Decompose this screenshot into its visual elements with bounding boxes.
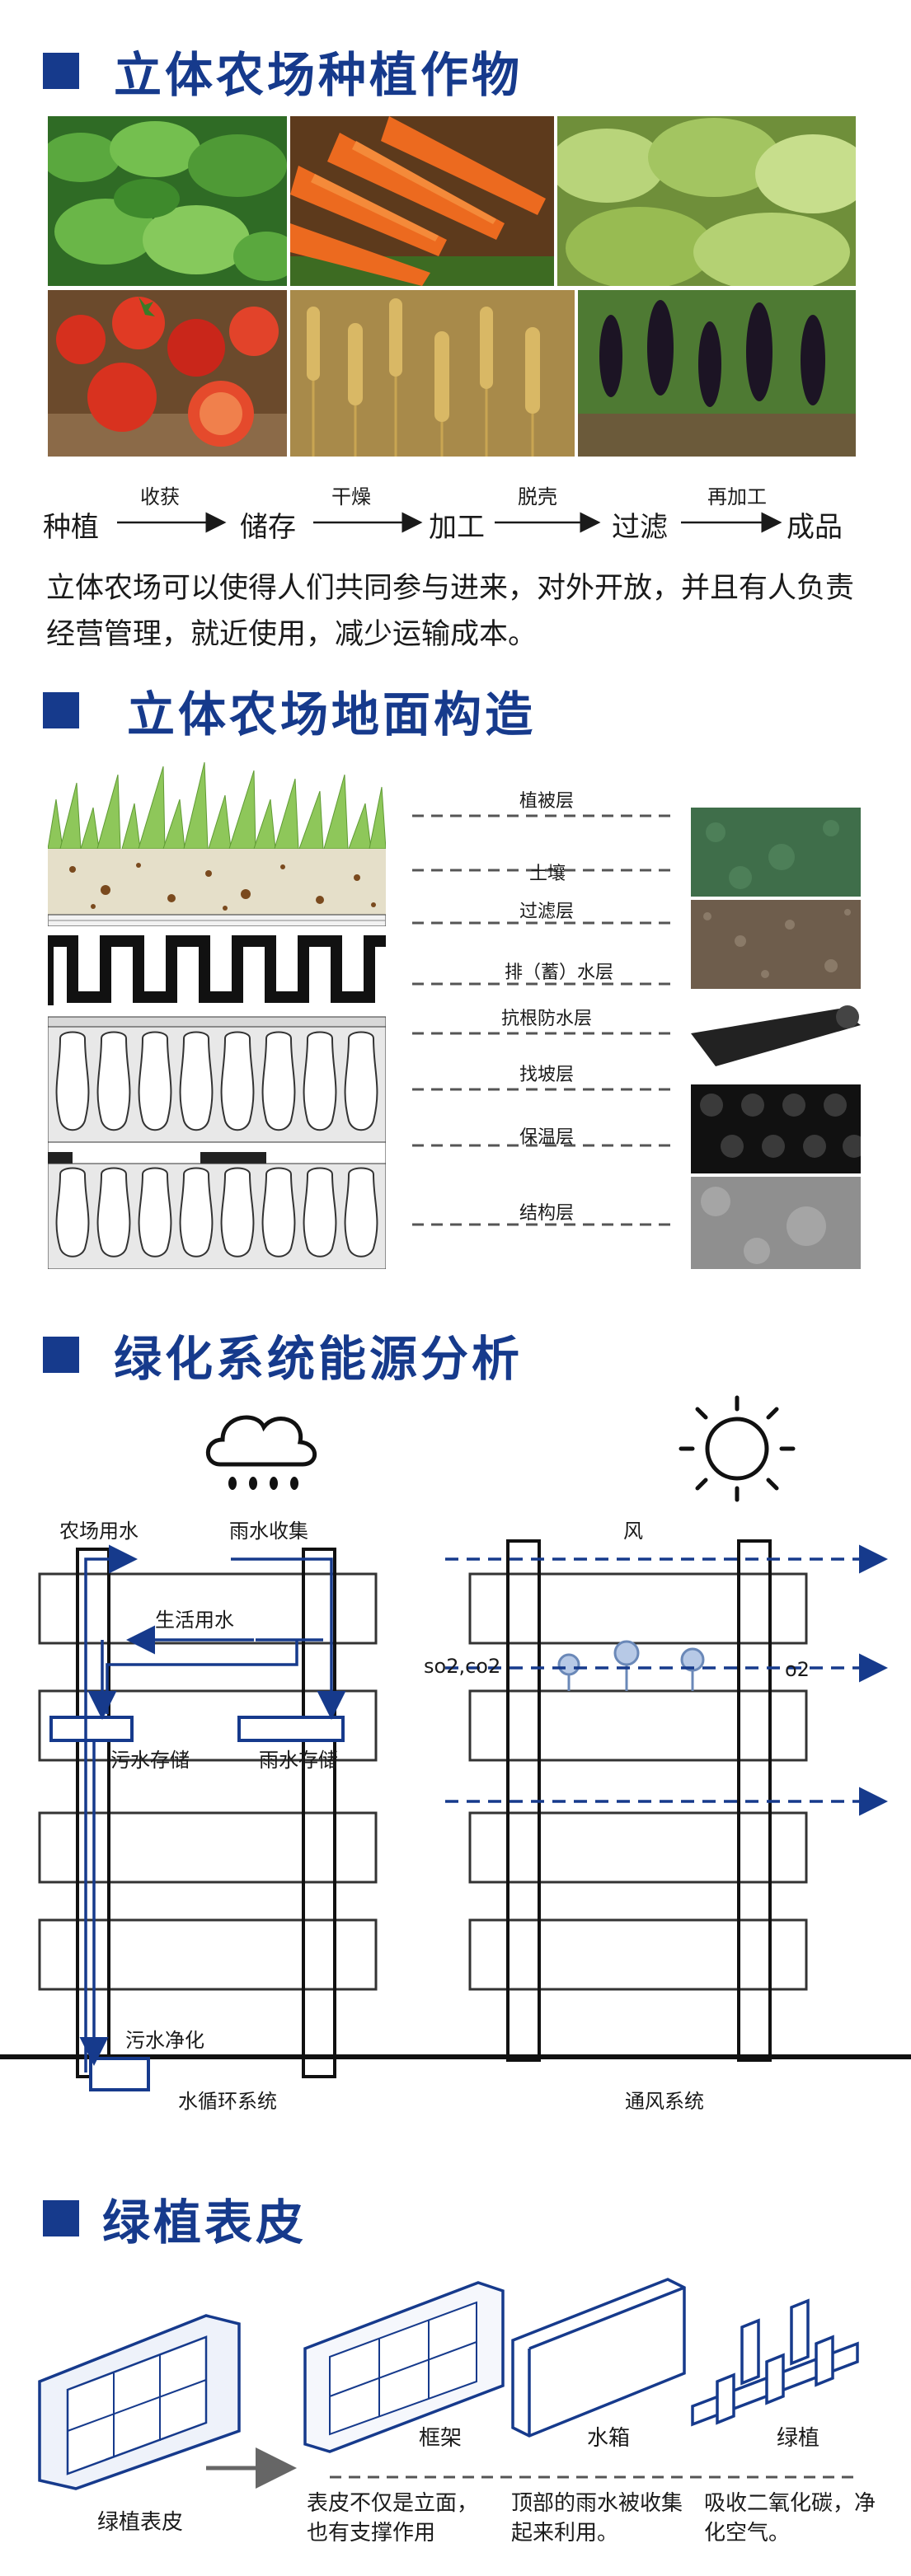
- label-rain-storage: 雨水存储: [259, 1749, 338, 1772]
- green-skin-diagram: [38, 2278, 859, 2490]
- section-header-ground: 立体农场地面构造: [43, 676, 536, 745]
- caption-water-system: 水循环系统: [178, 2090, 277, 2113]
- label-sewage-storage: 污水存储: [110, 1749, 190, 1772]
- section-marker: [43, 53, 79, 89]
- photo-vegetation-mat: [691, 808, 861, 897]
- label-water-tank: 水箱: [587, 2426, 631, 2451]
- label-farm-water: 农场用水: [59, 1520, 139, 1543]
- label-wind: 风: [623, 1520, 643, 1543]
- photo-waterproof-roll: [691, 992, 861, 1081]
- photo-soil: [691, 900, 861, 989]
- flow-step-product: 成品: [787, 511, 843, 544]
- layer-label-slope: 找坡层: [519, 1065, 575, 1085]
- rain-cloud-icon: [205, 1415, 317, 1490]
- photo-concrete: [691, 1177, 861, 1269]
- water-system-diagram: [0, 1544, 445, 2091]
- label-input-gas: so2,co2: [424, 1655, 501, 1678]
- layer-label-soil: 土壤: [529, 864, 566, 884]
- layer-label-structure: 结构层: [519, 1203, 575, 1224]
- sun-icon: [679, 1395, 796, 1502]
- label-sewage-purify: 污水净化: [125, 2029, 204, 2052]
- photo-cabbage: [557, 116, 856, 286]
- caption-vent-system: 通风系统: [625, 2090, 704, 2113]
- section-marker: [43, 2200, 79, 2236]
- layer-label-waterproof: 抗根防水层: [501, 1009, 593, 1029]
- section-marker: [43, 692, 79, 728]
- section-title: 立体农场地面构造: [127, 686, 537, 742]
- section-title: 绿植表皮: [102, 2194, 308, 2250]
- flow-step-filter: 过滤: [612, 511, 668, 544]
- ground-section-drawing: [48, 761, 386, 1269]
- label-rain-collect: 雨水收集: [229, 1520, 308, 1543]
- flow-label-reprocess: 再加工: [707, 485, 767, 508]
- layer-label-vegetation: 植被层: [519, 791, 575, 812]
- section-title: 立体农场种植作物: [114, 47, 524, 103]
- flow-arrows: [117, 512, 782, 533]
- photo-tomato: [48, 290, 287, 457]
- crops-description: 立体农场可以使得人们共同参与进来，对外开放，并且有人负责经营管理，就近使用，减少…: [46, 572, 855, 651]
- label-domestic-water: 生活用水: [155, 1609, 234, 1632]
- section-marker: [43, 1337, 79, 1373]
- flow-step-plant: 种植: [43, 511, 99, 544]
- flow-step-store: 储存: [240, 511, 296, 544]
- flow-label-hull: 脱壳: [518, 485, 557, 508]
- note-frame: 表皮不仅是立面，也有支撑作用: [307, 2491, 479, 2546]
- label-frame: 框架: [419, 2426, 463, 2451]
- layer-dash-lines: [412, 814, 676, 1226]
- note-greenery: 吸收二氧化碳，净化空气。: [704, 2491, 876, 2546]
- photo-drain-board: [691, 1084, 861, 1173]
- photo-carrot: [290, 116, 554, 286]
- section-header-crops: 立体农场种植作物: [43, 36, 523, 105]
- section-header-energy: 绿化系统能源分析: [43, 1320, 523, 1389]
- label-greenery: 绿植: [777, 2426, 820, 2451]
- label-output-gas: o2: [785, 1658, 810, 1681]
- photo-lettuce: [48, 116, 287, 286]
- flow-label-dry: 干燥: [331, 485, 371, 508]
- note-water-tank: 顶部的雨水被收集起来利用。: [511, 2491, 683, 2546]
- vent-system-diagram: [445, 1539, 911, 2062]
- section-title: 绿化系统能源分析: [114, 1331, 524, 1387]
- flow-label-harvest: 收获: [140, 485, 180, 508]
- photo-wheat: [290, 290, 575, 457]
- layer-label-filter: 过滤层: [519, 902, 575, 922]
- layer-label-drainage: 排（蓄）水层: [505, 962, 614, 983]
- section-header-skin: 绿植表皮: [43, 2184, 307, 2253]
- flow-step-process: 加工: [429, 511, 485, 544]
- label-green-skin: 绿植表皮: [97, 2510, 184, 2535]
- layer-label-insulation: 保温层: [519, 1127, 575, 1148]
- photo-eggplant: [578, 290, 856, 457]
